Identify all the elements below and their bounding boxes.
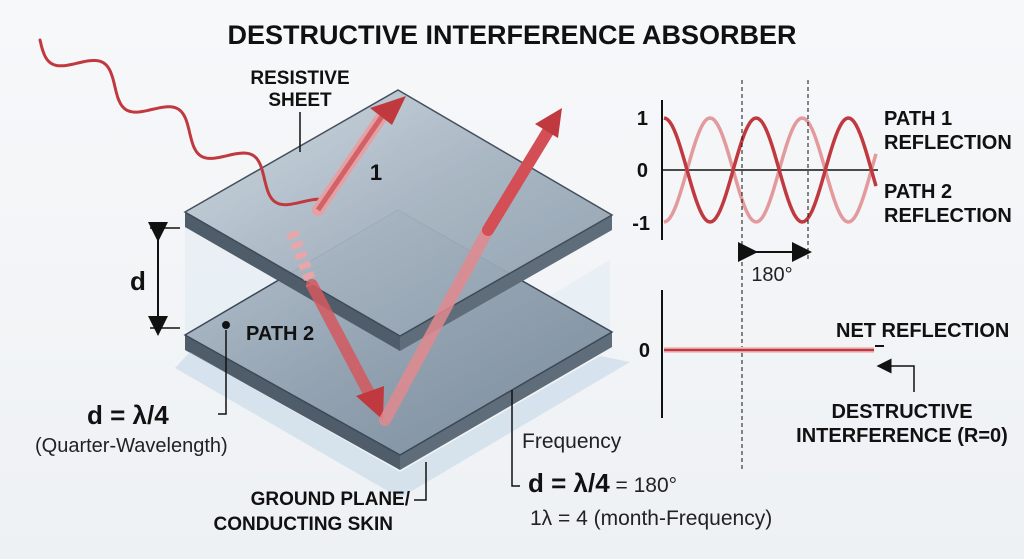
legend-path2-line2: REFLECTION [884,205,1012,227]
incident-wave [38,38,326,207]
page-title: DESTRUCTIVE INTERFERENCE ABSORBER [227,20,796,50]
path2-down-arrow [306,279,376,401]
chart1-tick-neg1: -1 [632,213,650,235]
path1-label: 1 [370,160,382,185]
legend-path1-line1: PATH 1 [884,108,952,130]
chart2-tick-0: 0 [639,340,650,362]
path1-arrowhead [370,96,406,125]
destructive-interference-leader [876,358,915,392]
legend-path1-line2: REFLECTION [884,132,1012,154]
ground-plane-leader [414,462,427,501]
chart1-tick-1: 1 [637,108,648,130]
path2-exit-arrow [482,122,556,236]
net-reflection-label: NET REFLECTION [836,320,1009,342]
quarter-wavelength-label: (Quarter-Wavelength) [35,435,228,457]
destructive-label-line1: DESTRUCTIVE [831,401,972,423]
d-equation-left: d = λ/4 [87,400,169,430]
frequency-leader [511,390,520,487]
lambda-equation: 1λ = 4 (month-Frequency) [530,507,772,530]
frequency-label: Frequency [522,430,622,453]
d-equation-right: d = λ/4 = 180° [528,468,677,498]
chart1-tick-0: 0 [637,160,648,182]
path2-dot [222,321,230,329]
resistive-sheet [183,89,614,351]
ground-plane-label-line2: CONDUCTING SKIN [214,514,393,535]
reflection-waves-chart: 1 0 -1 PATH 1 REFLECTION PATH 2 REFLECTI… [632,80,1012,470]
resistive-sheet-label-line2: SHEET [268,90,332,111]
legend-path2-line1: PATH 2 [884,181,952,203]
path2-dashed-entry [286,229,318,288]
path2-up-arrow [379,224,494,426]
path2-exit-arrowhead [535,108,562,138]
destructive-label-line2: INTERFERENCE (R=0) [796,425,1008,447]
net-reflection-chart: 0 NET REFLECTION DESTRUCTIVE INTERFERENC… [639,290,1009,447]
ground-plane-label-line1: GROUND PLANE/ [251,489,411,510]
path-arrows [286,96,562,426]
absorber-layers [175,89,630,498]
path2-down-arrowhead [356,386,384,420]
series-path2-reflection [663,116,878,224]
resistive-sheet-label-line1: RESISTIVE [250,68,349,89]
d-label: d [130,266,146,296]
path2-label: PATH 2 [246,323,314,345]
phase-shift-label: 180° [751,264,792,286]
d-equation-left-leader [218,330,227,415]
series-path1-reflection [663,116,878,224]
